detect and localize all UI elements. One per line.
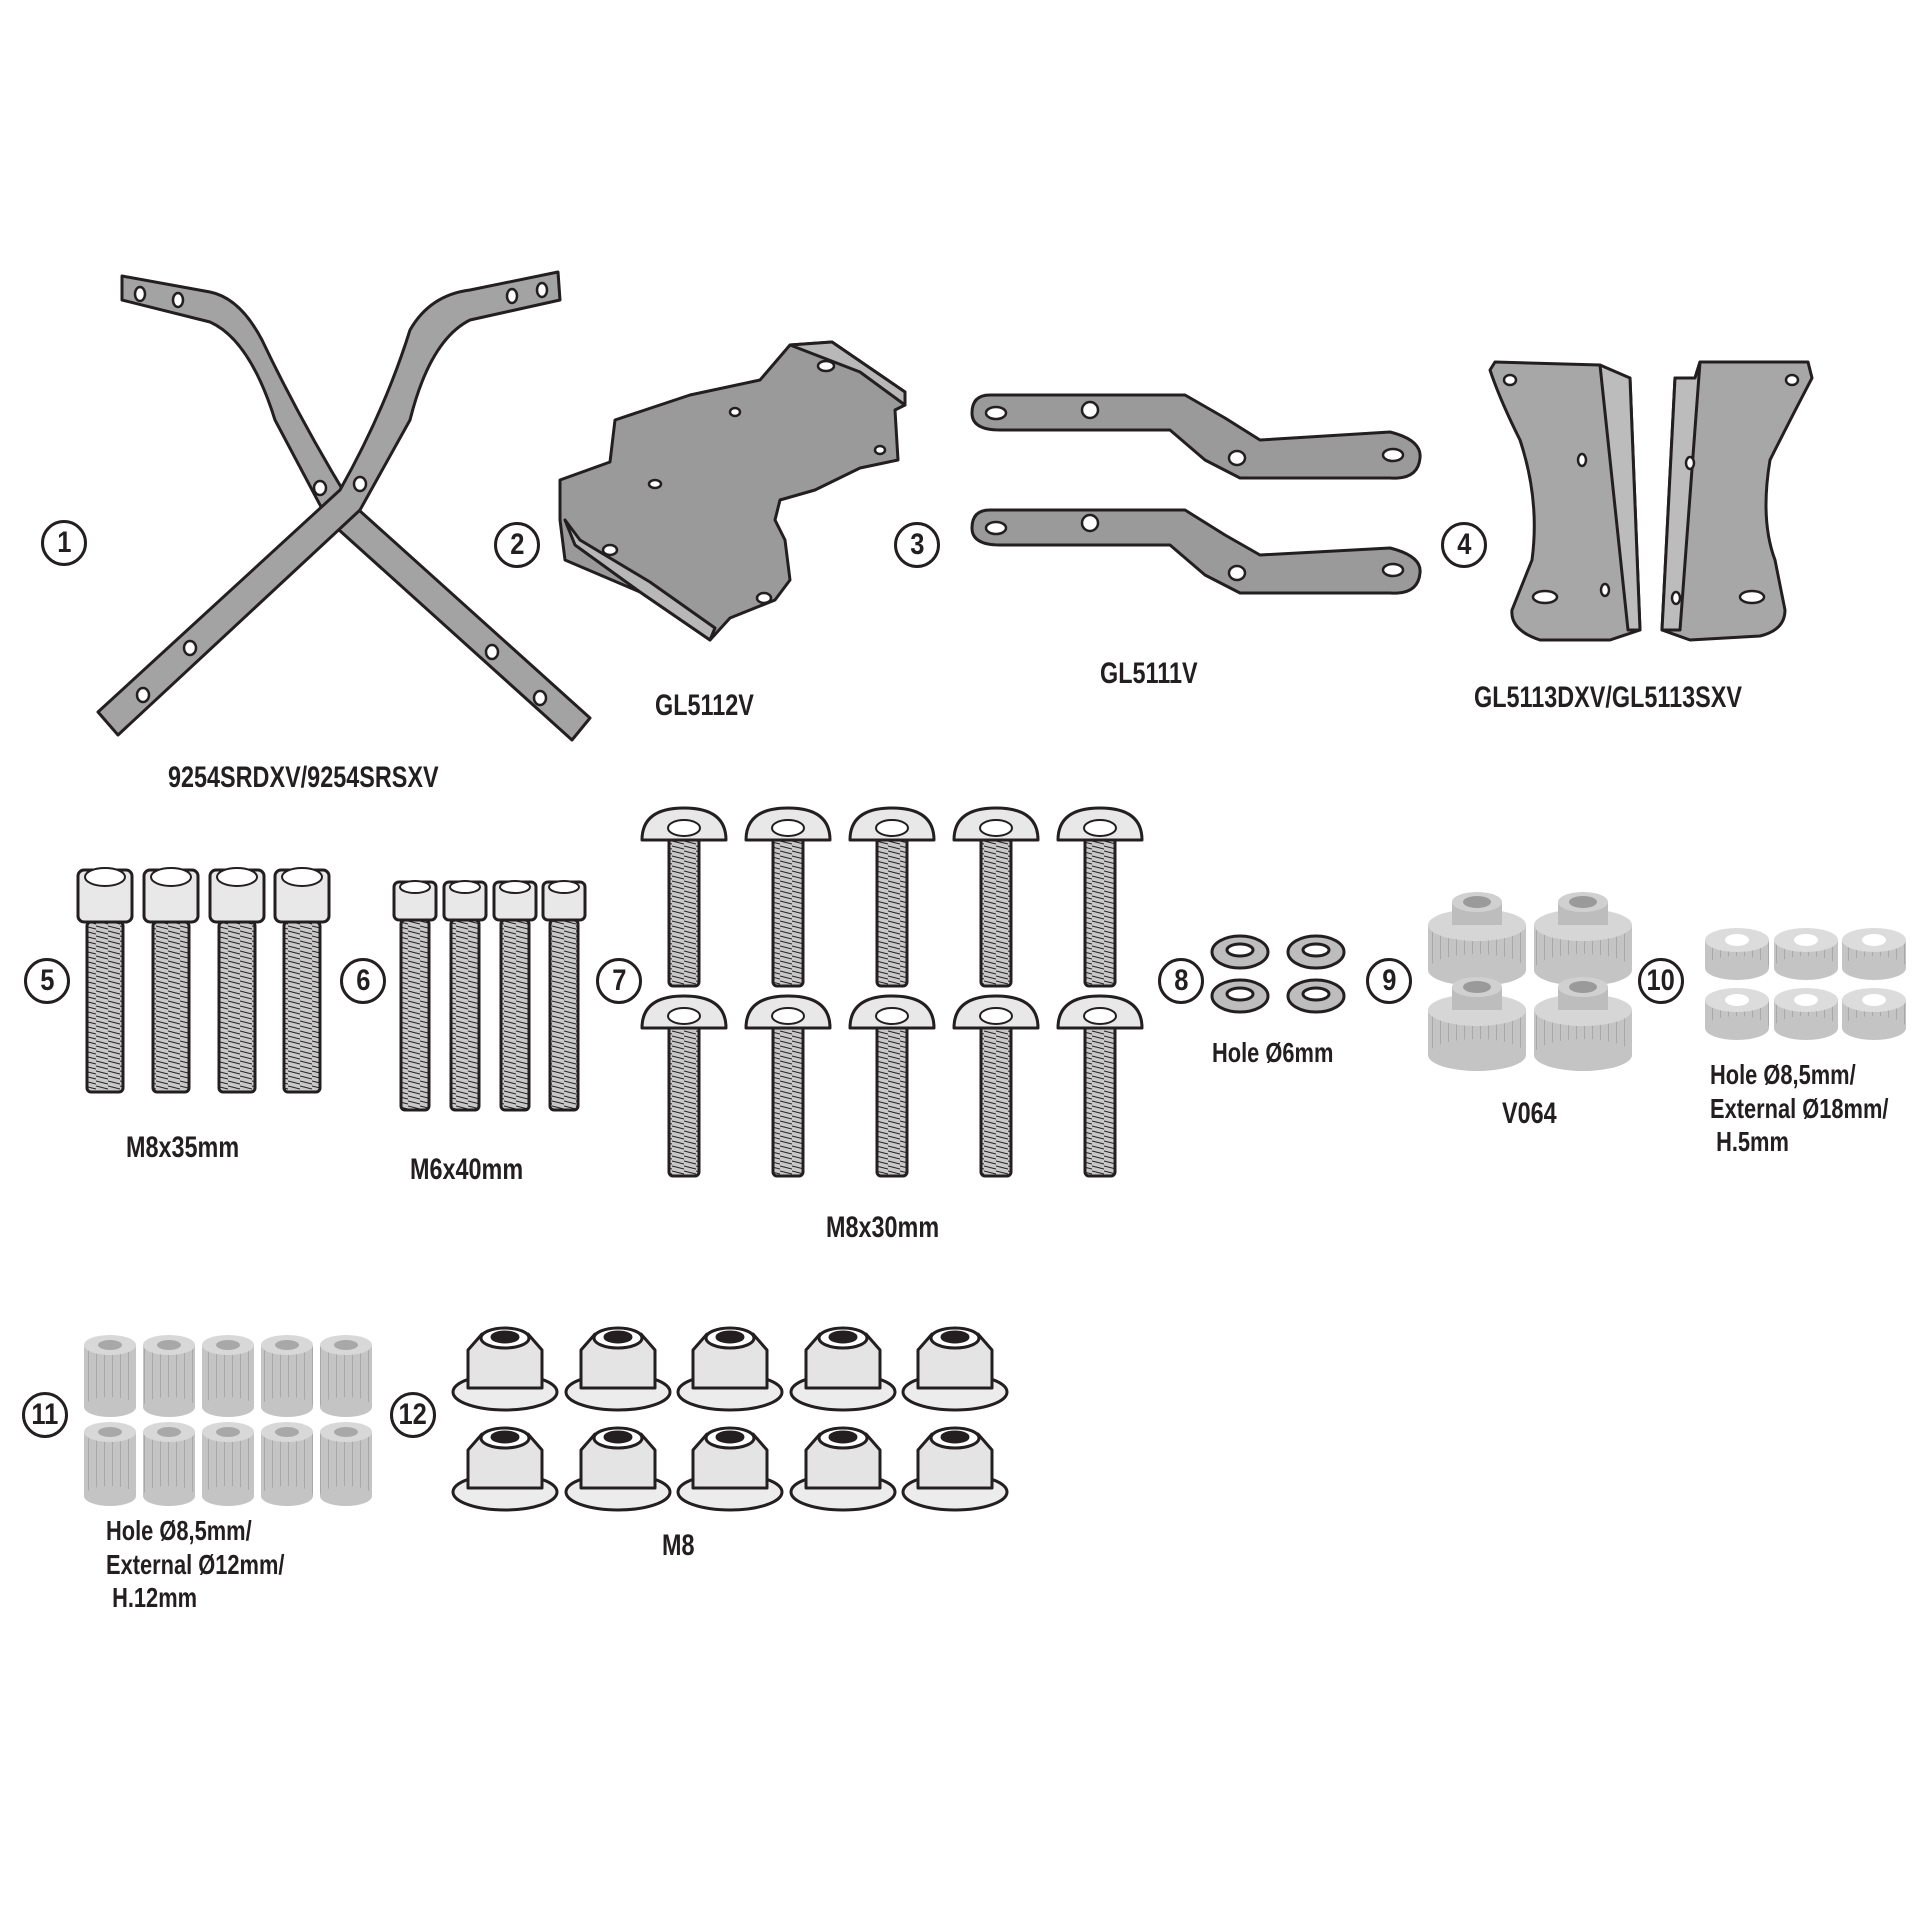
- part-1-x-frame: [96, 270, 592, 742]
- part-3-brackets: [970, 393, 1422, 595]
- label-part-8: Hole Ø6mm: [1212, 1037, 1334, 1068]
- part-6-screws: [392, 880, 587, 1112]
- screw: [442, 880, 488, 1112]
- part-number-10: 10: [1638, 958, 1684, 1004]
- label-part-5: M8x35mm: [126, 1131, 240, 1164]
- screw: [541, 880, 587, 1112]
- label-part-11-line-3: H.12mm: [106, 1582, 198, 1614]
- part-9-stepped-spacers: [1428, 892, 1632, 1071]
- screw-row-bottom: [640, 994, 1144, 1178]
- spacer: [1428, 977, 1526, 1071]
- spacer: [1534, 892, 1632, 986]
- label-part-11: Hole Ø8,5mm/ External Ø12mm/ H.12mm: [106, 1514, 284, 1615]
- spacer: [1428, 892, 1526, 986]
- part-7-screws: [640, 806, 1144, 1178]
- spacer: [1534, 977, 1632, 1071]
- label-part-10-line-2: External Ø18mm/: [1710, 1092, 1889, 1124]
- row-top: [451, 1326, 1009, 1412]
- part-number-9: 9: [1366, 958, 1412, 1004]
- label-part-11-line-2: External Ø12mm/: [106, 1548, 285, 1580]
- part-4-side-brackets: [1488, 360, 1814, 642]
- part-number-11: 11: [22, 1392, 68, 1438]
- part-number-4: 4: [1441, 522, 1487, 568]
- label-part-9: V064: [1502, 1097, 1557, 1130]
- screw: [142, 867, 200, 1094]
- screw: [492, 880, 538, 1112]
- row-top: [84, 1335, 372, 1417]
- label-part-7: M8x30mm: [826, 1211, 940, 1244]
- part-number-3: 3: [894, 522, 940, 568]
- label-part-6: M6x40mm: [410, 1153, 524, 1186]
- screw-row-top: [640, 806, 1144, 988]
- label-part-2: GL5112V: [655, 689, 754, 722]
- part-number-7: 7: [596, 958, 642, 1004]
- bar-right: [96, 270, 562, 737]
- part-11-tall-spacers: [84, 1335, 372, 1506]
- part-12-flange-nuts: [451, 1326, 1009, 1512]
- row-bottom: [84, 1422, 372, 1506]
- part-number-2: 2: [494, 522, 540, 568]
- screw: [76, 867, 134, 1094]
- part-2-plate: [558, 340, 907, 642]
- label-part-3: GL5111V: [1100, 657, 1198, 690]
- label-part-10: Hole Ø8,5mm/ External Ø18mm/ H.5mm: [1710, 1058, 1888, 1159]
- screw: [273, 867, 331, 1094]
- screw: [392, 880, 438, 1112]
- part-number-5: 5: [24, 958, 70, 1004]
- label-part-12: M8: [662, 1529, 695, 1562]
- part-10-flat-spacers: [1705, 928, 1906, 1040]
- label-part-10-line-1: Hole Ø8,5mm/: [1710, 1059, 1856, 1090]
- part-number-6: 6: [340, 958, 386, 1004]
- part-8-lock-washers: [1210, 934, 1346, 1014]
- part-number-1: 1: [41, 520, 87, 566]
- part-number-8: 8: [1158, 958, 1204, 1004]
- label-part-11-line-1: Hole Ø8,5mm/: [106, 1515, 252, 1546]
- label-part-4: GL5113DXV/GL5113SXV: [1474, 681, 1742, 714]
- part-number-12: 12: [390, 1392, 436, 1438]
- label-part-10-line-3: H.5mm: [1710, 1126, 1789, 1158]
- part-5-screws: [76, 867, 331, 1094]
- screw: [208, 867, 266, 1094]
- label-part-1: 9254SRDXV/9254SRSXV: [168, 761, 439, 794]
- row-bottom: [451, 1426, 1009, 1512]
